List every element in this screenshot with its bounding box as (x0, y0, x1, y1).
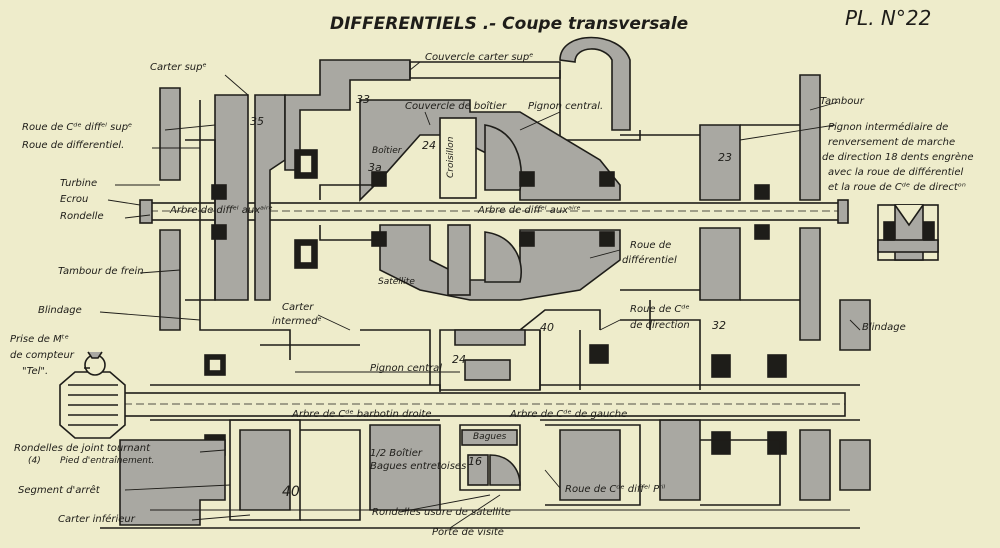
label-roue-de: Roue de (630, 240, 672, 251)
number-35: 35 (250, 115, 264, 128)
number-40-bottom: 40 (282, 484, 300, 500)
label-tambour-frein: Tambour de frein (58, 266, 144, 277)
label-arbre-barbotin: Arbre de Cᵈᵉ barbotin droite (292, 409, 432, 420)
label-carter-intermed-1: Carter (282, 302, 314, 313)
label-porte-visite: Porte de visite (432, 527, 504, 538)
label-pied-1: (4) (28, 456, 41, 466)
label-renversement: renversement de marche (828, 137, 956, 148)
label-satellite: Satellite (378, 277, 415, 287)
label-differentiel-right: différentiel (622, 255, 677, 266)
number-40-right: 40 (540, 321, 554, 334)
label-blindage-left: Blindage (38, 305, 82, 316)
right-housing (699, 124, 741, 201)
label-roue-diffl-sup: Roue de Cᵈᵉ diffᵉˡ supᵉ (22, 122, 133, 133)
label-turbine: Turbine (60, 178, 98, 189)
label-avec-roue: avec la roue de différentiel (828, 167, 964, 178)
label-couvercle-carter-sup: Couvercle carter supᵉ (425, 52, 534, 63)
label-bagues-entretoises: Bagues entretoises (370, 461, 467, 472)
label-roue-differentiel-left: Roue de differentiel. (22, 140, 125, 151)
label-prise-2: de compteur (10, 350, 74, 361)
label-couvercle-boitier: Couvercle de boîtier (405, 101, 507, 112)
label-roue-diffl-pril: Roue de Cᵈᵉ diffᵉˡ Pʳⁱˡ (565, 484, 666, 495)
label-bagues: Bagues (473, 432, 507, 442)
speedometer-drive (59, 351, 126, 439)
leader-lines (99, 61, 861, 529)
label-pignon-central-bottom: Pignon central (370, 363, 443, 374)
number-3a: 3a (368, 161, 382, 174)
lower-casing (119, 439, 226, 526)
label-pignon-intermediaire: Pignon intermédiaire de (828, 122, 949, 133)
number-24: 24 (422, 139, 436, 152)
left-housing-upper (159, 87, 181, 181)
label-croisillon: Croisillon (446, 136, 456, 178)
label-tambour: Tambour (820, 96, 864, 107)
number-33: 33 (356, 93, 370, 106)
plate-number: PL. N°22 (845, 6, 932, 30)
label-et-roue: et la roue de Cᵈᵉ de directᵒⁿ (828, 182, 966, 193)
label-rondelle: Rondelle (60, 211, 104, 222)
label-carter-intermed-2: intermedᵉ (272, 316, 322, 327)
number-24-lower: 24 (452, 353, 466, 366)
label-carter-inferieur: Carter inférieur (58, 514, 135, 525)
label-roue-direction-1: Roue de Cᵈᵉ (630, 304, 690, 315)
label-demi-boitier: 1/2 Boîtier (370, 448, 422, 459)
label-pignon-central-top: Pignon central. (528, 101, 604, 112)
label-roue-direction-2: de direction (630, 320, 690, 331)
label-segment-arret: Segment d'arrêt (18, 485, 100, 496)
label-direction-18: de direction 18 dents engrène (822, 152, 974, 163)
label-boitier: Boîtier (372, 146, 402, 156)
label-ecrou: Ecrou (60, 194, 89, 205)
label-rondelles-joint: Rondelles de joint tournant (14, 443, 151, 454)
label-arbre-diff-right: Arbre de diffᵉˡ auxᵃⁱʳᵉ (478, 205, 581, 216)
number-32: 32 (712, 319, 726, 332)
label-blindage-right: Blindage (862, 322, 906, 333)
label-prise-1: Prise de Mᵗᵉ (10, 334, 69, 345)
number-16: 16 (468, 455, 482, 468)
label-arbre-gauche: Arbre de Cᵈᵉ de gauche (510, 409, 628, 420)
label-arbre-diff-left: Arbre de diffᵉˡ auxᵃⁱʳᵉ (170, 205, 273, 216)
label-carter-sup: Carter supᵉ (150, 62, 207, 73)
label-rondelles-usure: Rondelles usure de satellite (372, 507, 511, 518)
croisillon-block (439, 117, 477, 199)
drawing-title: DIFFERENTIELS .- Coupe transversale (330, 14, 689, 34)
inset-pinion (877, 204, 939, 261)
number-23: 23 (718, 151, 732, 164)
lower-shaft (99, 392, 846, 417)
label-pied-2: Pied d'entraînement. (60, 456, 155, 466)
label-prise-3: "Tel". (22, 366, 49, 377)
